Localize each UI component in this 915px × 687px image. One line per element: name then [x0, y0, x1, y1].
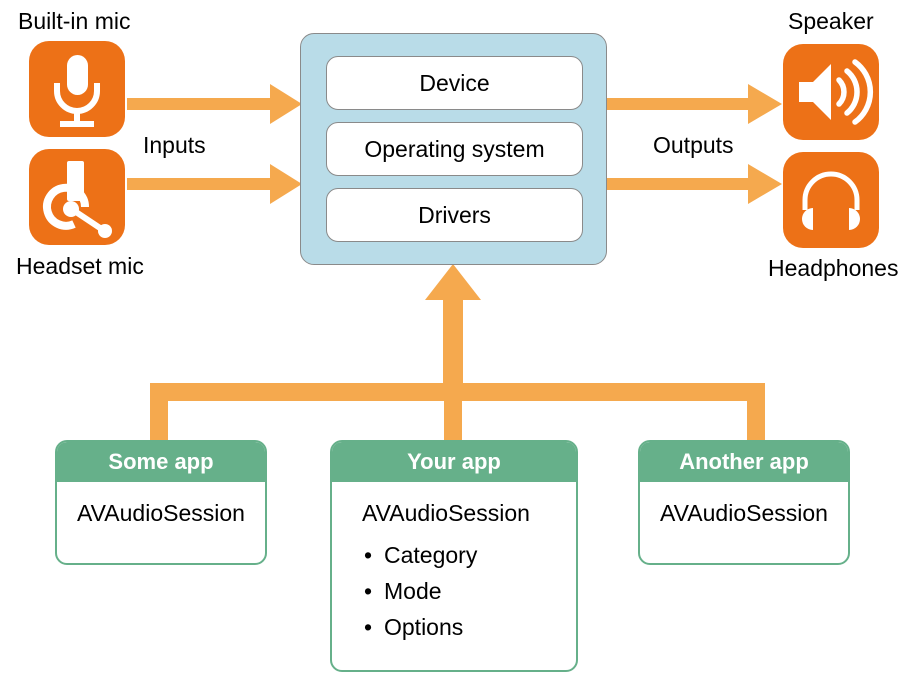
app-api-label: AVAudioSession	[77, 500, 245, 526]
app-api-property: Options	[364, 609, 576, 645]
headset-mic-label: Headset mic	[16, 253, 144, 279]
output-arrow-1	[607, 84, 782, 124]
app-card-title: Another app	[640, 442, 848, 482]
app-card-some-app[interactable]: Some app AVAudioSession	[55, 440, 267, 565]
app-card-title: Your app	[332, 442, 576, 482]
app-card-body: AVAudioSession	[57, 482, 265, 527]
headphones-icon	[783, 152, 879, 248]
app-api-property-list: Category Mode Options	[332, 537, 576, 645]
app-card-title: Some app	[57, 442, 265, 482]
apps-bus-drop-left	[150, 383, 168, 445]
speaker-label: Speaker	[788, 8, 874, 34]
app-api-property: Mode	[364, 573, 576, 609]
app-card-another-app[interactable]: Another app AVAudioSession	[638, 440, 850, 565]
apps-bus-drop-right	[747, 383, 765, 445]
outputs-flow-label: Outputs	[653, 132, 734, 158]
app-api-property: Category	[364, 537, 576, 573]
app-card-body: AVAudioSession	[640, 482, 848, 527]
apps-bus-bar	[150, 383, 765, 401]
system-stack-box: Device Operating system Drivers	[300, 33, 607, 265]
inputs-flow-label: Inputs	[143, 132, 206, 158]
built-in-mic-label: Built-in mic	[18, 8, 131, 34]
headset-mic-icon	[29, 149, 125, 245]
system-layer-operating-system: Operating system	[326, 122, 583, 176]
input-arrow-1	[127, 84, 302, 124]
app-card-body: AVAudioSession Category Mode Options	[332, 482, 576, 645]
apps-to-system-arrow	[425, 264, 481, 392]
app-card-your-app[interactable]: Your app AVAudioSession Category Mode Op…	[330, 440, 578, 672]
output-arrow-2	[607, 164, 782, 204]
input-arrow-2	[127, 164, 302, 204]
system-layer-device: Device	[326, 56, 583, 110]
apps-bus-drop-center	[444, 383, 462, 445]
app-api-label: AVAudioSession	[362, 500, 530, 526]
microphone-icon	[29, 41, 125, 137]
system-layer-drivers: Drivers	[326, 188, 583, 242]
speaker-icon	[783, 44, 879, 140]
app-api-label: AVAudioSession	[660, 500, 828, 526]
headphones-label: Headphones	[768, 255, 899, 281]
